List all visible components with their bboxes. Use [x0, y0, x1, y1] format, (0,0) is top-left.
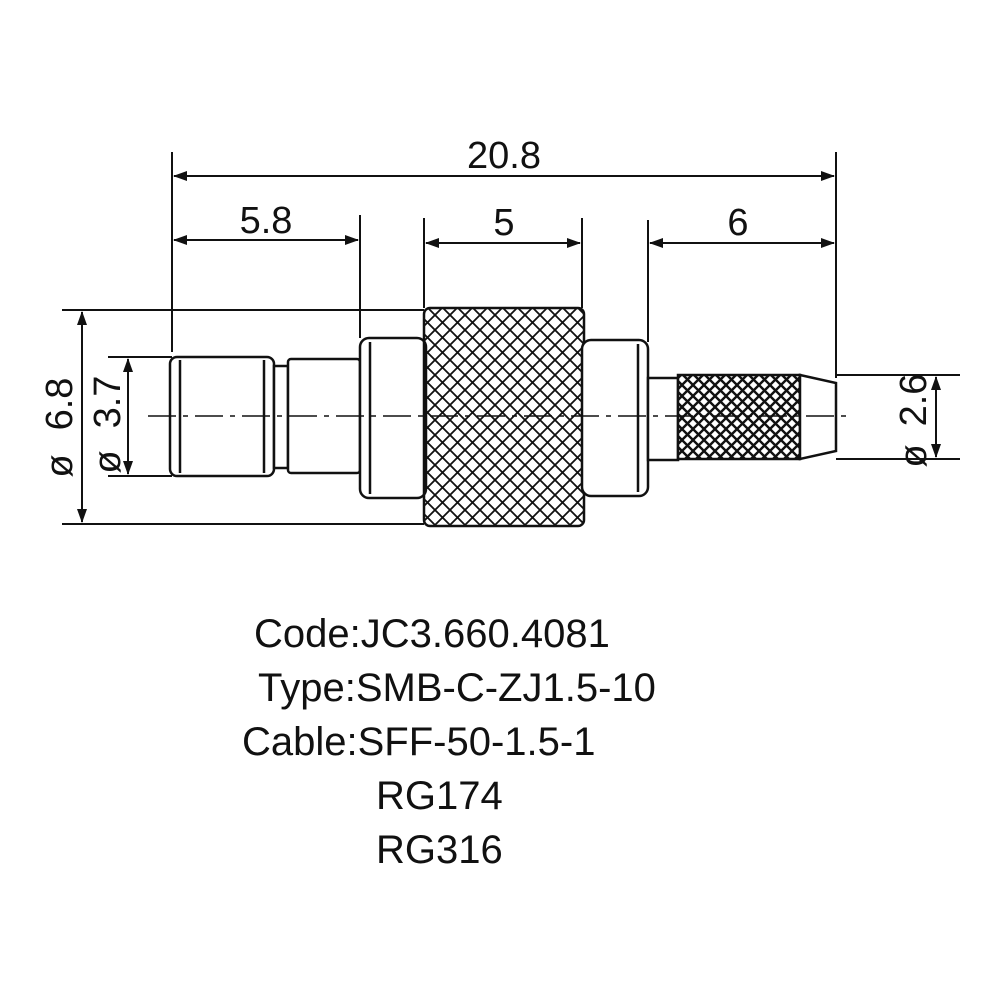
crimp-ferrule [676, 373, 802, 461]
ferrule-tip [798, 373, 838, 461]
cable-label: Cable: [242, 720, 358, 764]
extension-lines [62, 152, 960, 525]
crimp-stem [646, 376, 680, 462]
cable-value-1: SFF-50-1.5-1 [357, 720, 596, 764]
diameter-symbol-outer: ø [39, 454, 81, 477]
dim-inner-diameter: 3.7 [87, 376, 129, 429]
dim-left-section: 5.8 [240, 200, 293, 242]
diameter-symbol-ferrule: ø [893, 444, 935, 467]
connector-body [168, 306, 838, 528]
type-label: Type: [258, 666, 356, 710]
spec-code: Code:JC3.660.4081 [254, 614, 610, 654]
spec-cable-3: RG316 [376, 830, 503, 870]
diameter-symbol-inner: ø [87, 450, 129, 473]
spec-cable-2: RG174 [376, 776, 503, 816]
dim-crimp-length: 6 [727, 202, 748, 244]
type-value: SMB-C-ZJ1.5-10 [355, 666, 656, 710]
groove [272, 364, 290, 470]
dim-overall-length: 20.8 [467, 135, 541, 177]
code-label: Code: [254, 612, 361, 656]
code-value: JC3.660.4081 [360, 612, 610, 656]
dimension-arrows [77, 171, 941, 523]
dim-ferrule-diameter: 2.6 [893, 374, 935, 427]
cable-value-3: RG316 [376, 828, 503, 872]
spec-type: Type:SMB-C-ZJ1.5-10 [258, 668, 656, 708]
dim-knurl-width: 5 [493, 202, 514, 244]
spec-cable: Cable:SFF-50-1.5-1 [242, 722, 595, 762]
knurled-nut [422, 306, 586, 528]
dim-outer-diameter: 6.8 [39, 378, 81, 431]
cable-value-2: RG174 [376, 774, 503, 818]
